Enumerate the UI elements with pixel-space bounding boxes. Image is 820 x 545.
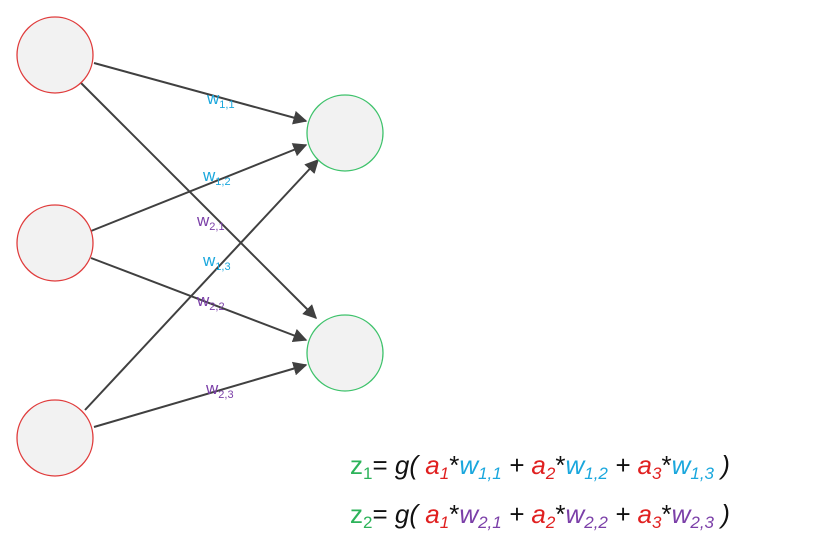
edge-a1-z2 [79,81,317,319]
edge-a2-z2 [90,257,308,343]
edges [79,62,319,428]
edge-a3-z2 [93,361,308,428]
input-layer [16,16,94,477]
weight-label-w13: w1,3 [202,251,231,273]
weight-label-w22: w2,2 [196,291,225,313]
output-node-1 [306,94,384,172]
output-layer [306,94,384,392]
weight-label-w23: w2,3 [205,379,234,401]
edge-a3-z1 [84,158,319,411]
weight-label-w21: w2,1 [196,211,225,233]
output-node-2 [306,314,384,392]
weight-label-w11: w1,1 [206,89,235,111]
equation-z1: z1= g( a1*w1,1 + a2*w1,2 + a3*w1,3 ) [350,450,730,483]
input-node-1 [16,16,94,94]
weight-labels: w1,1 w1,2 w2,1 w1,3 w2,2 w2,3 [196,89,235,401]
edge-a2-z1 [90,143,308,232]
equations: z1= g( a1*w1,1 + a2*w1,2 + a3*w1,3 ) z2=… [350,450,730,532]
equation-z2: z2= g( a1*w2,1 + a2*w2,2 + a3*w2,3 ) [350,499,730,532]
edge-a1-z1 [93,62,308,125]
input-node-3 [16,399,94,477]
weight-label-w12: w1,2 [202,166,231,188]
input-node-2 [16,204,94,282]
